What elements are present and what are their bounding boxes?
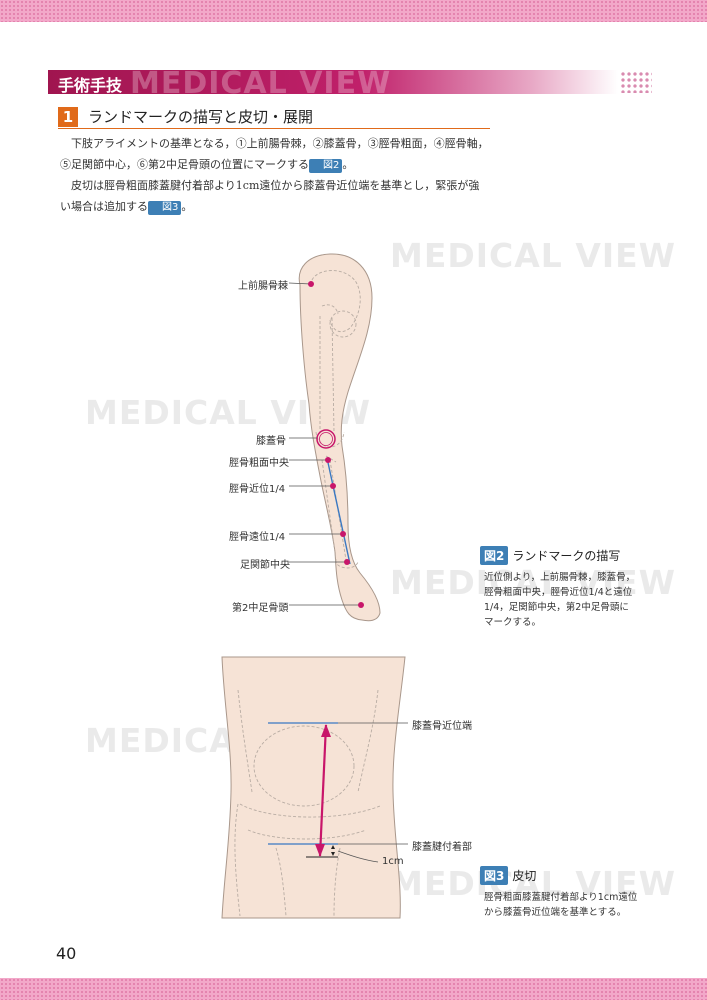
label-ankle-center: 足関節中央 xyxy=(240,560,290,571)
leader-lines xyxy=(288,282,361,606)
step-underline xyxy=(58,128,490,129)
fig3-leader-lines xyxy=(337,722,408,863)
incision-line xyxy=(318,724,328,857)
watermark: MEDICAL VIEW xyxy=(390,563,677,602)
label-patella: 膝蓋骨 xyxy=(256,436,286,447)
landmark-markers xyxy=(308,281,364,608)
watermark: MEDICAL VIEW xyxy=(390,236,677,275)
top-decorative-band xyxy=(0,0,707,22)
fig3-caption-text: 脛骨粗面膝蓋腱付着部より1cm遠位 から膝蓋骨近位端を基準とする。 xyxy=(484,892,638,918)
watermark: MEDICAL VIEW xyxy=(390,864,677,903)
fig2-caption-text: 近位側より，上前腸骨棘，膝蓋骨， 脛骨粗面中央，脛骨近位1/4と遠位 1/4，足… xyxy=(484,572,636,628)
figure-ref-2[interactable]: 図2 xyxy=(309,159,343,173)
page-number: 40 xyxy=(56,944,77,963)
fig3-caption-number: 図3 xyxy=(480,866,509,885)
step-number-badge: 1 xyxy=(58,107,78,127)
leg-skin xyxy=(298,253,381,622)
body-text: 下肢アライメントの基準となる，①上前腸骨棘，②膝蓋骨，③脛骨粗面，④脛骨軸，⑤足… xyxy=(60,133,490,217)
one-cm-arrows xyxy=(331,845,335,856)
incision-arrow-up xyxy=(321,724,331,737)
section-header-bar xyxy=(48,70,618,94)
bottom-decorative-band xyxy=(0,978,707,1000)
fig3-caption-title: 皮切 xyxy=(512,869,537,883)
body-paragraph-2: 皮切は脛骨粗面膝蓋腱付着部より1cm遠位から膝蓋骨近位端を基準とし，緊張が強い場… xyxy=(60,179,480,215)
label-one-cm: 1cm xyxy=(382,856,404,867)
label-tibia-distal: 脛骨遠位1/4 xyxy=(229,532,286,543)
patella-ring-inner xyxy=(319,432,333,446)
knee-bones xyxy=(234,689,381,917)
label-second-metatarsal: 第2中足骨頭 xyxy=(232,603,289,614)
section-header-watermark: MEDICAL VIEW xyxy=(130,66,392,101)
section-title: 手術手技 xyxy=(58,76,123,95)
header-dots-decoration xyxy=(620,71,652,93)
fig2-caption-number: 図2 xyxy=(480,546,509,565)
knee-illustration xyxy=(221,656,408,919)
label-tibial-tuberosity: 脛骨粗面中央 xyxy=(229,458,289,469)
tibial-axis-line xyxy=(326,457,351,565)
label-tendon-insertion: 膝蓋腱付着部 xyxy=(412,842,472,853)
incision-arrow-down xyxy=(315,844,325,857)
leg-illustration xyxy=(288,253,381,622)
figure-ref-3[interactable]: 図3 xyxy=(148,201,182,215)
step-title: ランドマークの描写と皮切・展開 xyxy=(88,108,314,126)
label-tibia-proximal: 脛骨近位1/4 xyxy=(229,484,286,495)
patella-ring-marker xyxy=(316,429,336,449)
label-asis: 上前腸骨棘 xyxy=(238,281,288,292)
knee-skin xyxy=(221,656,406,919)
body-paragraph-1: 下肢アライメントの基準となる，①上前腸骨棘，②膝蓋骨，③脛骨粗面，④脛骨軸，⑤足… xyxy=(60,137,489,173)
label-patella-proximal: 膝蓋骨近位端 xyxy=(412,721,472,732)
incision-guide-lines xyxy=(268,722,338,845)
fig2-caption-title: ランドマークの描写 xyxy=(512,549,621,563)
